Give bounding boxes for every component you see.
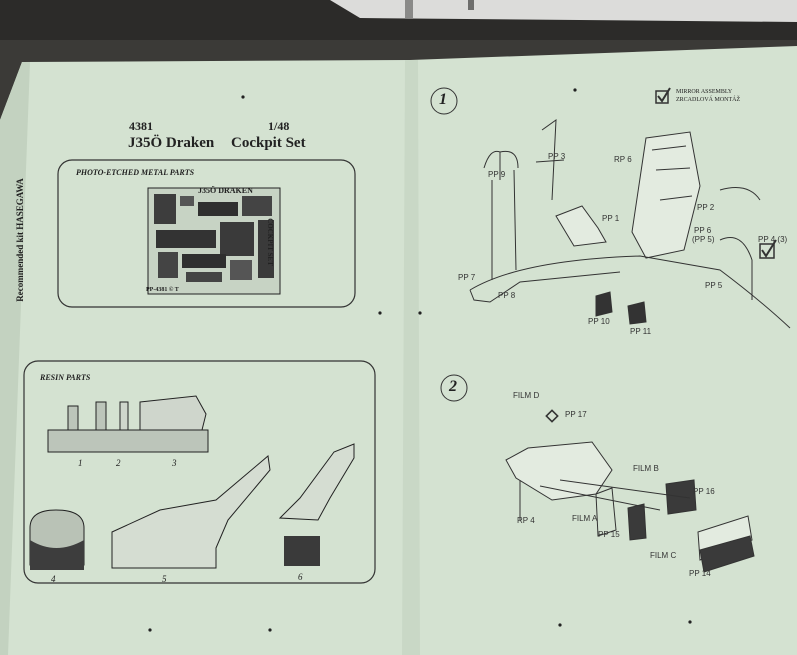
resin-number-5: 5: [162, 574, 167, 584]
label-pp8: PP 8: [498, 291, 516, 300]
label-pp17: PP 17: [565, 410, 587, 419]
label-film-d: FILM D: [513, 391, 540, 400]
registration-dots: [148, 88, 692, 632]
resin-number-6: 6: [298, 572, 303, 582]
label-pp10: PP 10: [588, 317, 610, 326]
step2-panel-drawing: [440, 374, 755, 573]
step1-seat-drawing: [430, 87, 791, 329]
label-rp4: RP 4: [517, 516, 535, 525]
label-pp7: PP 7: [458, 273, 476, 282]
label-pp14: PP 14: [689, 569, 711, 578]
photo-etched-heading: PHOTO-ETCHED METAL PARTS: [76, 168, 195, 177]
mirror-note-line2: ZRCADLOVÁ MONTÁŽ: [676, 97, 741, 103]
resin-number-1: 1: [78, 458, 83, 468]
label-rp6: RP 6: [614, 155, 632, 164]
label-pp11: PP 11: [630, 327, 652, 336]
label-pp1: PP 1: [602, 214, 620, 223]
step-1-number: 1: [439, 91, 447, 108]
resin-number-4: 4: [51, 574, 56, 584]
label-pp6: PP 6: [694, 226, 712, 235]
fret-side-text: COCKPIT SET: [265, 218, 274, 266]
recommended-kit: Recommended kit HASEGAWA: [14, 178, 25, 302]
label-film-c: FILM C: [650, 551, 677, 560]
label-pp4-3: PP 4 (3): [758, 235, 788, 244]
fret-title: J35Ö DRAKEN: [198, 186, 253, 195]
step-2-number: 2: [449, 378, 457, 395]
kit-scale: 1/48: [268, 119, 290, 133]
label-pp16: PP 16: [693, 487, 715, 496]
etched-fret: [147, 187, 281, 295]
label-pp3: PP 3: [548, 152, 566, 161]
resin-number-2: 2: [116, 458, 121, 468]
resin-part-1: [47, 401, 209, 453]
kit-number: 4381: [129, 119, 153, 133]
photo-etched-frame: [57, 159, 356, 308]
resin-part-5: [111, 455, 271, 569]
label-pp5-paren: (PP 5): [692, 235, 715, 244]
resin-frame: [23, 360, 376, 584]
kit-title: J35Ö Draken: [128, 135, 215, 151]
sheet-fold: [402, 60, 420, 655]
sheet-left-edge-shade: [0, 62, 30, 655]
white-paper-top: [330, 0, 797, 22]
binder-clip: [405, 0, 413, 18]
label-pp15: PP 15: [598, 530, 620, 539]
label-pp9: PP 9: [488, 170, 506, 179]
resin-number-3: 3: [172, 458, 177, 468]
mirror-note-line1: MIRROR ASSEMBLY: [676, 89, 733, 95]
label-film-a: FILM A: [572, 514, 598, 523]
label-pp2: PP 2: [697, 203, 715, 212]
kit-subtitle: Cockpit Set: [231, 135, 306, 151]
label-pp5: PP 5: [705, 281, 723, 290]
resin-part-4: [29, 509, 85, 570]
label-film-b: FILM B: [633, 464, 659, 473]
resin-part-6: [278, 443, 355, 566]
resin-part-3: [119, 395, 207, 431]
resin-heading: RESIN PARTS: [40, 373, 91, 382]
fret-code: PP-4381 © T: [146, 287, 179, 293]
binder-clip-2: [468, 0, 474, 10]
